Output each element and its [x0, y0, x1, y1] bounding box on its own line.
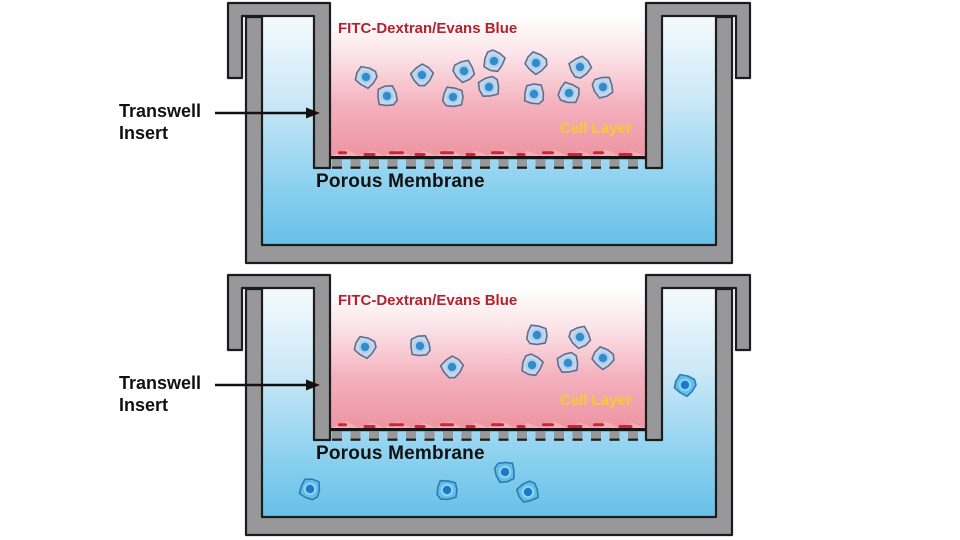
migrated-cell [673, 373, 697, 398]
transwell-insert-label: Transwell Insert [119, 100, 201, 144]
cell [377, 85, 398, 107]
porous-membrane-label: Porous Membrane [316, 443, 485, 464]
migrated-cell [436, 479, 458, 501]
cell [591, 76, 614, 99]
cell [409, 63, 435, 87]
cell [441, 86, 464, 108]
cell [591, 346, 615, 371]
transwell-insert-label: Transwell Insert [119, 372, 201, 416]
cell-layer-label: Cell Layer [560, 392, 632, 409]
cell [568, 325, 592, 350]
cell [477, 75, 500, 97]
cell [556, 351, 579, 373]
migrated-cell [298, 478, 321, 501]
transwell-insert-label-line1: Transwell [119, 101, 202, 121]
cell [483, 49, 506, 73]
cell [557, 81, 580, 104]
migrated-cell [515, 480, 539, 503]
cell [410, 335, 431, 357]
transwell-insert-label-line1: Transwell [119, 373, 202, 393]
tracer-label: FITC-Dextran/Evans Blue [338, 20, 518, 37]
cell [523, 83, 545, 105]
cell [439, 355, 465, 379]
cell [354, 65, 378, 90]
cell [452, 59, 476, 84]
cell-layer-label: Cell Layer [560, 120, 632, 137]
cells-bottom-panel [298, 324, 697, 503]
migrated-cell [493, 461, 515, 484]
cell [524, 51, 548, 76]
cell [568, 55, 593, 79]
cell [521, 353, 544, 377]
transwell-insert-label-line2: Insert [119, 395, 169, 415]
cells-top-panel [354, 49, 614, 108]
porous-membrane-label: Porous Membrane [316, 171, 485, 192]
panel-top [213, 1, 752, 265]
cell [353, 335, 377, 360]
tracer-label: FITC-Dextran/Evans Blue [338, 292, 518, 309]
transwell-insert-label-line2: Insert [119, 123, 169, 143]
panel-bottom [213, 273, 752, 537]
cell [525, 324, 548, 346]
